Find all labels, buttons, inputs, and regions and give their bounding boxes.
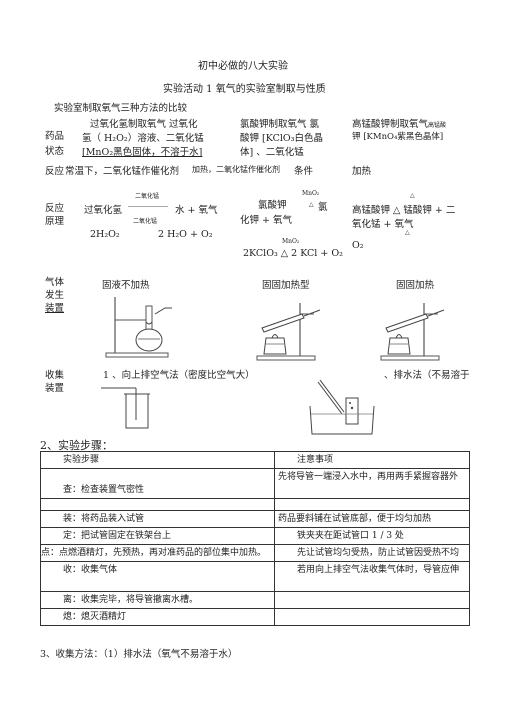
table-header-row: 实验步骤 注意事项: [40, 451, 470, 469]
activity-title: 实验活动 1 氧气的实验室制取与性质: [163, 84, 326, 95]
note-cell: [274, 591, 470, 609]
collect-method-2: 、排水法（不易溶于: [384, 370, 470, 381]
solid-heating-apparatus-icon: [256, 303, 321, 361]
step-cell: 收：收集气体: [40, 561, 275, 592]
row-label-state: 状态: [45, 146, 65, 157]
kclo3-reagents-2: 酸钾 [KClO₃白色晶: [240, 133, 323, 144]
section2-heading: 2、实验步骤：: [40, 439, 113, 452]
table-row: 点：点燃酒精灯，先预热，再对准药品的部位集中加热。 先让试管均匀受热，防止试管因…: [40, 544, 470, 562]
h2o2-condition: 常温下，二氧化锰作催化剂: [65, 166, 180, 177]
kclo3-condition: 加热，二氧化锰作催化剂: [192, 165, 280, 174]
page-title: 初中必做的八大实验: [198, 61, 288, 72]
row-label-apparatus-1: 气体: [45, 277, 65, 288]
table-row: 收：收集气体 若用向上排空气法收集气体时，导管应伸: [40, 561, 470, 592]
kmno4-eq-line1: 高锰酸钾 △ 锰酸钾 + 二: [352, 205, 456, 216]
kmno4-conditions-label: 条件: [294, 166, 314, 177]
note-cell: 若用向上排空气法收集气体时，导管应伸: [274, 561, 470, 592]
kclo3-apparatus-type: 固固加热型: [262, 280, 310, 291]
kclo3-eq-heat: △: [309, 201, 314, 208]
kmno4-formula: O₂: [352, 240, 364, 251]
collect-method-1: 1 、向上排空气法（密度比空气大）: [103, 370, 255, 381]
header-notes: 注意事项: [274, 451, 470, 469]
row-label-principle-2: 原理: [45, 216, 65, 227]
header-steps: 实验步骤: [40, 451, 275, 469]
table-row: 装：将药品装入试管 药品要斜铺在试管底部，便于均匀加热: [40, 510, 470, 528]
table-row: 熄：熄灭酒精灯: [40, 608, 470, 626]
row-label-collect-1: 收集: [45, 370, 65, 381]
kmno4-condition: 加热: [352, 166, 372, 177]
section3-heading: 3、收集方法：（1）排水法（氧气不易溶于水）: [40, 649, 238, 660]
table-row: [40, 498, 470, 511]
note-cell: 先将导管一端浸入水中，再用两手紧握容器外: [274, 468, 470, 499]
h2o2-reagents-2: 氢（ H₂O₂）溶液、二氧化锰: [82, 133, 204, 144]
kclo3-eq-product1: 氯: [318, 202, 328, 213]
kclo3-reagents-3: 体] 、二氧化锰: [240, 147, 304, 158]
kmno4-apparatus-type: 固固加热: [396, 280, 435, 291]
h2o2-catalyst-bottom: 二氧化锰: [133, 218, 158, 225]
upward-air-collection-icon: [101, 387, 150, 429]
kmno4-eq-line2: 氧化锰 + 氧气: [352, 219, 414, 230]
step-cell: 装：将药品装入试管: [40, 510, 275, 528]
h2o2-eq-arrow: [128, 206, 168, 207]
h2o2-formula-right: 2 H₂O + O₂: [158, 229, 213, 240]
kmno4-heat-bottom: △: [405, 229, 410, 236]
table-row: 离：收集完毕，将导管撤离水槽。: [40, 591, 470, 609]
step-cell: 查：检查装置气密性: [40, 468, 275, 499]
steps-table: 实验步骤 注意事项 查：检查装置气密性 先将导管一端浸入水中，再用两手紧握容器外…: [40, 451, 470, 626]
row-label-apparatus-3: 装置: [45, 303, 65, 314]
h2o2-apparatus-type: 固液不加热: [102, 280, 150, 291]
step-cell: 点：点燃酒精灯，先预热，再对准药品的部位集中加热。: [40, 544, 275, 562]
step-cell: 熄：熄灭酒精灯: [40, 608, 275, 626]
table-row: 定：把试管固定在铁架台上 铁夹夹在距试管口 1 / 3 处: [40, 527, 470, 545]
step-cell: 定：把试管固定在铁架台上: [40, 527, 275, 545]
h2o2-eq-reactant: 过氧化氢: [84, 205, 123, 216]
kclo3-formula: 2KClO₃ △ 2 KCl + O₂: [243, 248, 343, 259]
kmno4-reagents-1: 高锰酸钾制取氧气高锰酸: [352, 119, 447, 130]
kclo3-reagents-1: 氯酸钾制取氧气 氯: [240, 119, 320, 130]
kclo3-eq-product2: 化钾 + 氧气: [240, 215, 292, 226]
water-displacement-collection-icon: [309, 379, 375, 435]
kclo3-eq-left: 氯酸钾: [258, 200, 287, 211]
row-label-reagents: 药品: [45, 131, 65, 142]
h2o2-reagents-3: [MnO₂黑色固体，不溶于水]: [82, 147, 203, 158]
solid-heating-apparatus-2-icon: [380, 303, 445, 361]
row-label-conditions: 反应: [45, 166, 65, 177]
note-cell: 先让试管均匀受热，防止试管因受热不均: [274, 544, 470, 562]
h2o2-reagents-1: 过氧化氢制取氧气 过氧化: [90, 119, 198, 130]
h2o2-eq-products: 水 + 氧气: [175, 205, 218, 216]
note-cell: [274, 608, 470, 626]
table-row: 查：检查装置气密性 先将导管一端浸入水中，再用两手紧握容器外: [40, 468, 470, 499]
kclo3-eq-catalyst: MnO₂: [302, 190, 320, 197]
kmno4-reagents-2: 钾 [KMnO₄紫黑色晶体]: [352, 132, 444, 142]
row-label-apparatus-2: 发生: [45, 290, 65, 301]
step-cell: 离：收集完毕，将导管撤离水槽。: [40, 591, 275, 609]
note-cell: [274, 498, 470, 511]
note-cell: 药品要斜铺在试管底部，便于均匀加热: [274, 510, 470, 528]
solid-liquid-apparatus-icon: [105, 297, 172, 358]
section1-heading: 实验室制取氧气三种方法的比较: [54, 103, 188, 114]
h2o2-formula-left: 2H₂O₂: [90, 229, 120, 240]
step-cell: [40, 498, 275, 511]
row-label-collect-2: 装置: [45, 383, 65, 394]
row-label-principle-1: 反应: [45, 203, 65, 214]
note-cell: 铁夹夹在距试管口 1 / 3 处: [274, 527, 470, 545]
kclo3-formula-catalyst: MnO₂: [282, 238, 300, 245]
h2o2-catalyst-top: 二氧化锰: [135, 193, 160, 200]
kmno4-heat-top: △: [410, 192, 415, 199]
